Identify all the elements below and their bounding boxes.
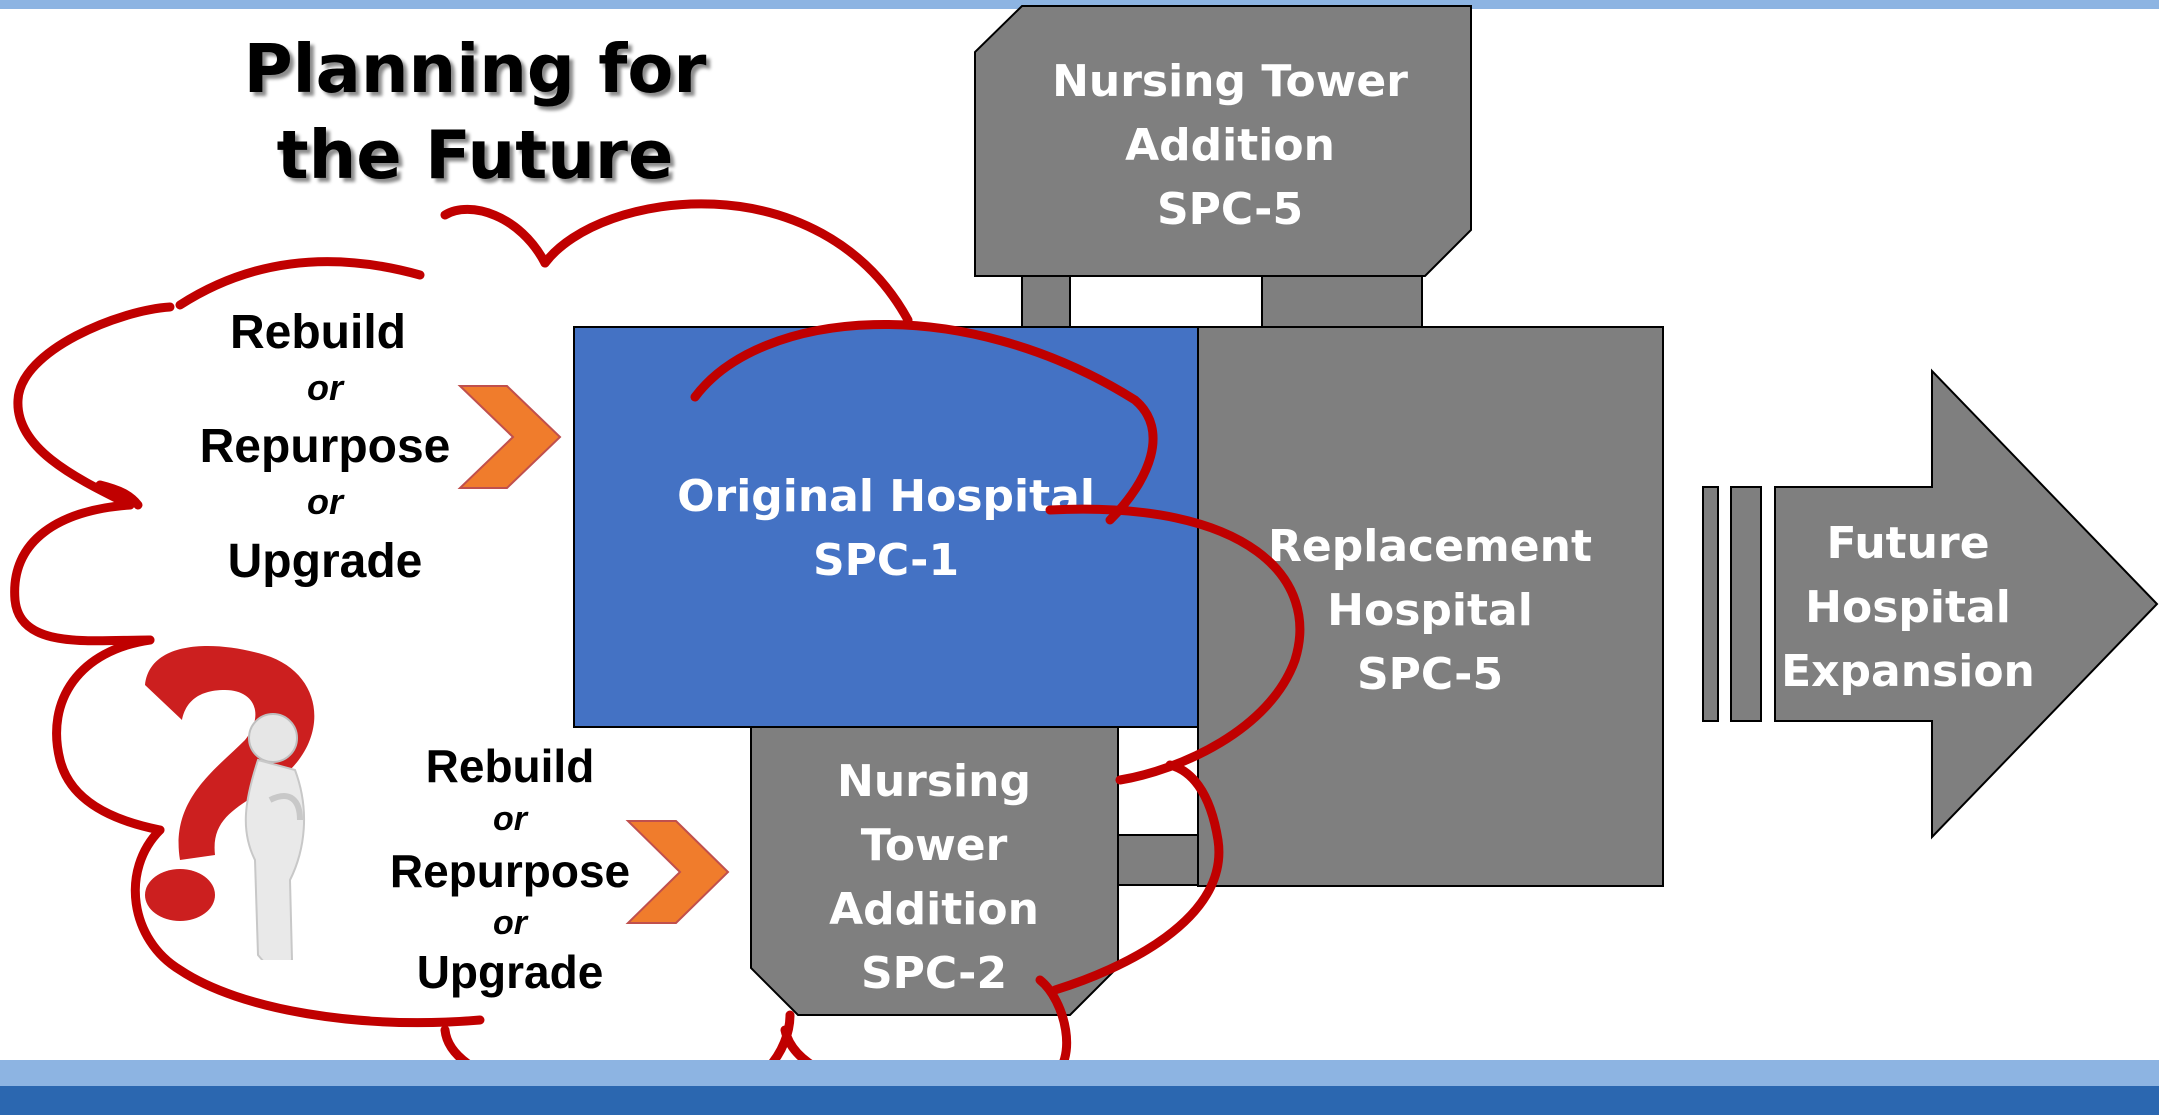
upper-cloud-rebuild: Rebuild xyxy=(230,306,406,359)
lower-cloud-rebuild: Rebuild xyxy=(426,740,595,792)
replacement-hospital-box: Replacement Hospital SPC-5 xyxy=(1197,326,1664,887)
lower-cloud-text: Rebuild or Repurpose or Upgrade xyxy=(390,740,630,998)
replacement-hospital-line2: Hospital xyxy=(1327,585,1533,636)
bottom-accent-bar-light xyxy=(0,1060,2159,1086)
original-hospital-line2: SPC-1 xyxy=(813,535,959,586)
lower-chevron-icon xyxy=(625,820,730,924)
upper-cloud-or-2: or xyxy=(307,481,345,522)
bottom-accent-bar-dark xyxy=(0,1086,2159,1115)
upper-chevron-icon xyxy=(457,385,562,489)
future-expansion-line2: Hospital xyxy=(1805,582,2011,633)
connector-large xyxy=(1261,274,1423,328)
top-accent-bar xyxy=(0,0,2159,9)
nursing-tower-top-line2: Addition xyxy=(1125,120,1335,171)
nursing-tower-bottom-line3: Addition xyxy=(829,884,1039,935)
upper-cloud-repurpose: Repurpose xyxy=(200,420,451,473)
nursing-tower-bottom-line4: SPC-2 xyxy=(861,948,1007,999)
title-line-2: the Future xyxy=(276,116,674,194)
replacement-hospital-line3: SPC-5 xyxy=(1357,649,1503,700)
upper-cloud-upgrade: Upgrade xyxy=(228,535,423,588)
original-hospital-line1: Original Hospital xyxy=(677,471,1095,522)
lower-cloud-upgrade: Upgrade xyxy=(417,946,604,998)
lower-cloud-repurpose: Repurpose xyxy=(390,845,630,897)
nursing-tower-bottom-line1: Nursing xyxy=(837,756,1031,807)
future-expansion-arrow: Future Hospital Expansion xyxy=(1702,368,2159,840)
future-expansion-line3: Expansion xyxy=(1781,646,2035,697)
upper-cloud-text: Rebuild or Repurpose or Upgrade xyxy=(200,306,451,588)
thinking-figure-icon xyxy=(145,646,315,985)
lower-cloud-or-1: or xyxy=(493,800,529,838)
nursing-tower-top-line1: Nursing Tower xyxy=(1052,56,1408,107)
nursing-tower-bottom-line2: Tower xyxy=(861,820,1008,871)
upper-cloud-or-1: or xyxy=(307,367,345,408)
title-line-1: Planning for xyxy=(243,30,707,108)
original-hospital-box: Original Hospital SPC-1 xyxy=(573,326,1199,728)
connector-small xyxy=(1021,274,1071,328)
future-expansion-line1: Future xyxy=(1826,518,1989,569)
nursing-tower-top-line3: SPC-5 xyxy=(1157,184,1303,235)
nursing-tower-top-box: Nursing Tower Addition SPC-5 xyxy=(974,5,1472,277)
lower-cloud-or-2: or xyxy=(493,904,529,942)
upper-thought-cloud xyxy=(10,199,1305,785)
replacement-hospital-line1: Replacement xyxy=(1268,521,1592,572)
connector-lower xyxy=(1117,834,1199,886)
nursing-tower-bottom-box: Nursing Tower Addition SPC-2 xyxy=(750,726,1119,1016)
page-title: Planning for the Future xyxy=(160,26,790,198)
